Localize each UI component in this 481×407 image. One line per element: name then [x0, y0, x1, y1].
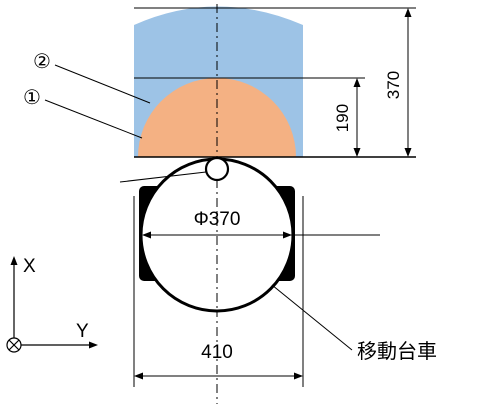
dim-arrowhead	[294, 372, 303, 380]
dim-inner-height: 190	[333, 104, 352, 132]
zone-inner-marker: ①	[23, 85, 41, 109]
leader-zone-outer	[54, 64, 151, 104]
leader-cart	[271, 284, 353, 351]
leader-sensor	[119, 171, 207, 183]
z-axis-into-page-icon	[6, 337, 22, 353]
dim-cart-width: 410	[201, 342, 233, 363]
axis-y-label: Y	[76, 321, 89, 342]
zone-inner	[138, 78, 296, 157]
x-axis-arrowhead	[10, 256, 18, 265]
dim-total-height: 370	[384, 71, 403, 99]
y-axis-arrowhead	[89, 341, 98, 349]
leader-zone-inner	[44, 99, 143, 139]
dim-arrowhead	[353, 78, 361, 87]
zone-outer-marker: ②	[33, 49, 51, 73]
dim-circle: Φ370	[194, 209, 241, 230]
dim-arrowhead	[353, 148, 361, 157]
dim-arrowhead	[283, 231, 292, 239]
dim-arrowhead	[142, 231, 151, 239]
dim-arrowhead	[404, 148, 412, 157]
dim-arrowhead	[134, 372, 143, 380]
cart-label: 移動台車	[357, 339, 437, 363]
axis-x-label: X	[23, 256, 36, 277]
sensor-circle	[204, 156, 230, 182]
dim-arrowhead	[404, 8, 412, 17]
